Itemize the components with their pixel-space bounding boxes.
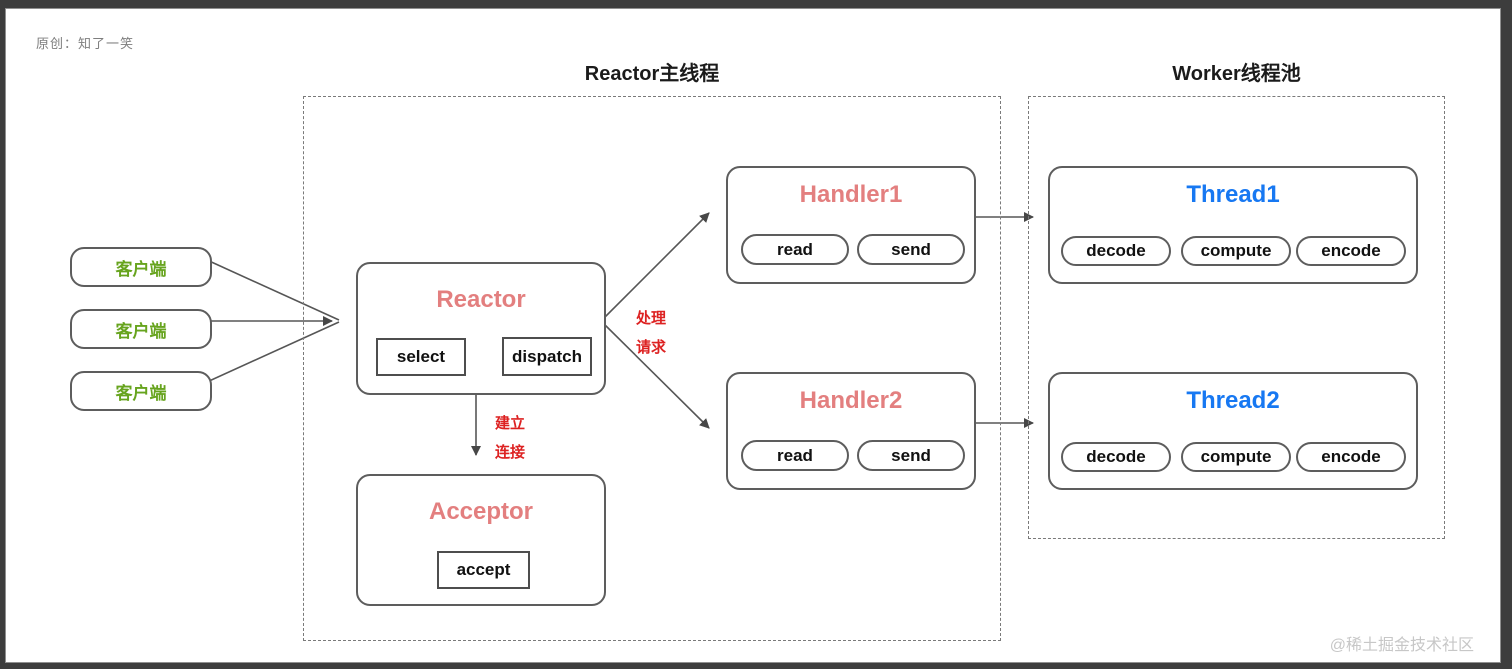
thread2-node: Thread2 decode compute encode <box>1048 372 1418 490</box>
handler1-node: Handler1 read send <box>726 166 976 284</box>
decode-op: decode <box>1061 236 1171 266</box>
thread1-title: Thread1 <box>1186 181 1280 208</box>
acceptor-node: Acceptor accept <box>356 474 606 606</box>
author-credit: 原创：知了一笑 <box>36 36 135 51</box>
read-op: read <box>741 234 849 265</box>
encode-op: encode <box>1296 236 1406 266</box>
reactor-title: Reactor <box>436 286 526 313</box>
handler2-title: Handler2 <box>799 387 903 414</box>
select-op: select <box>376 338 466 376</box>
acceptor-title: Acceptor <box>428 498 534 525</box>
worker-section-title: Worker线程池 <box>1172 63 1301 85</box>
client-node: 客户端 <box>70 309 212 349</box>
diagram-canvas: 原创：知了一笑 Reactor主线程 Worker线程池 客户端 客户端 客户端… <box>5 8 1501 663</box>
process-request-label-line1: 处理 <box>636 310 667 327</box>
client-node: 客户端 <box>70 371 212 411</box>
thread2-title: Thread2 <box>1186 387 1280 414</box>
encode-op: encode <box>1296 442 1406 472</box>
edge-client3-reactor <box>206 321 340 383</box>
watermark: @稀土掘金技术社区 <box>1329 637 1474 654</box>
connector-edges <box>206 212 1034 456</box>
thread1-node: Thread1 decode compute encode <box>1048 166 1418 284</box>
dispatch-op: dispatch <box>502 337 592 376</box>
reactor-main-thread-region <box>303 96 1001 641</box>
accept-op: accept <box>437 551 530 589</box>
edge-client1-reactor <box>206 259 340 321</box>
reactor-node: Reactor select dispatch <box>356 262 606 395</box>
compute-op: compute <box>1181 442 1291 472</box>
handler2-node: Handler2 read send <box>726 372 976 490</box>
read-op: read <box>741 440 849 471</box>
edge-reactor-handler1 <box>601 212 710 321</box>
client-node: 客户端 <box>70 247 212 287</box>
decode-op: decode <box>1061 442 1171 472</box>
handler1-title: Handler1 <box>799 181 903 208</box>
process-request-label-line2: 请求 <box>636 339 667 356</box>
worker-pool-region <box>1028 96 1445 539</box>
edge-reactor-handler2 <box>601 321 710 429</box>
main-section-title: Reactor主线程 <box>584 63 720 85</box>
establish-connection-label-line2: 连接 <box>495 444 526 461</box>
compute-op: compute <box>1181 236 1291 266</box>
send-op: send <box>857 440 965 471</box>
send-op: send <box>857 234 965 265</box>
establish-connection-label-line1: 建立 <box>495 415 526 432</box>
